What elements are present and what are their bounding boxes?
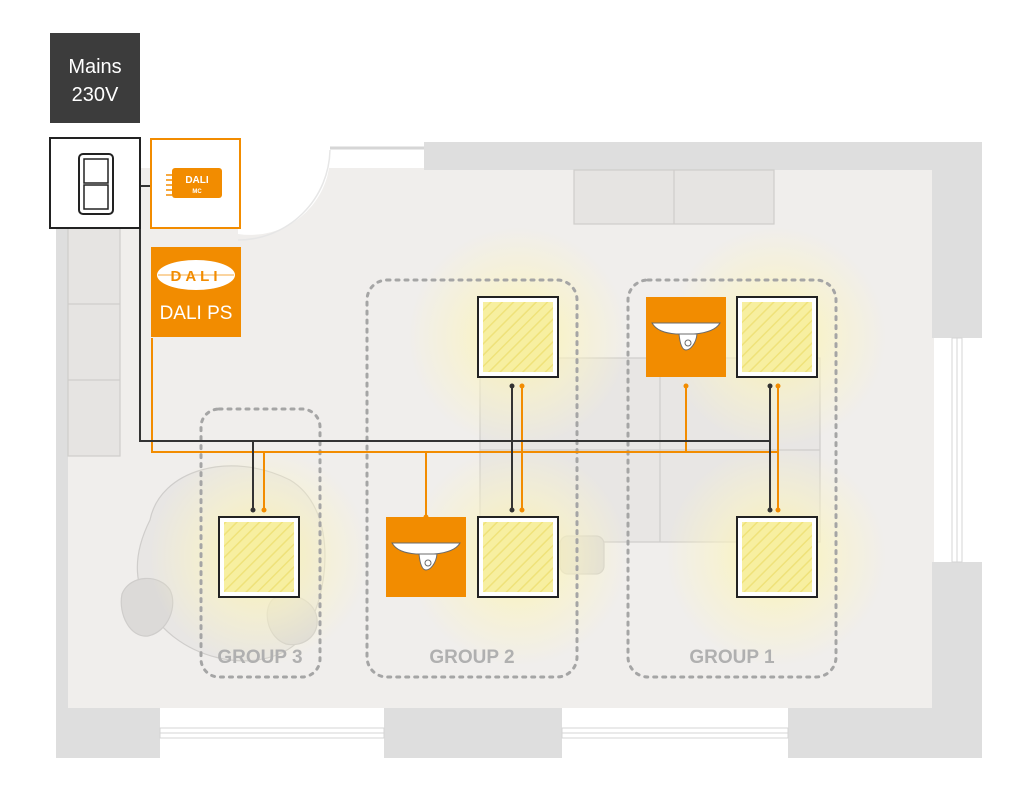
group-outlines xyxy=(199,278,838,679)
presence-sensor xyxy=(646,297,726,377)
group-1-label: GROUP 1 xyxy=(689,647,775,668)
wall-bottom-mid xyxy=(384,708,562,758)
group-2-outline xyxy=(365,278,579,679)
light-fixture xyxy=(218,516,300,598)
group-1-outline xyxy=(626,278,838,679)
dali-logo-text: DALI xyxy=(171,268,222,285)
group-3-label: GROUP 3 xyxy=(217,647,302,668)
dali-power-supply: DALI DALI PS xyxy=(151,247,241,337)
dali-mc-label-bottom: MC xyxy=(192,189,202,195)
dali-mc-label-top: DALI xyxy=(185,175,209,186)
windows xyxy=(159,337,963,739)
dali-mc-chip xyxy=(172,168,222,198)
wall-right-upper xyxy=(932,142,982,338)
wall-top xyxy=(424,142,982,170)
group-3-outline xyxy=(199,407,322,679)
light-fixture xyxy=(477,296,559,378)
dali-mc-controller: DALI MC xyxy=(150,138,241,229)
light-fixture xyxy=(736,516,818,598)
group-2-label: GROUP 2 xyxy=(429,647,514,668)
dali-ps-label: DALI PS xyxy=(160,303,233,324)
door xyxy=(237,136,424,241)
walls xyxy=(56,142,982,758)
wall-bottom-left xyxy=(56,708,160,758)
light-fixture xyxy=(736,296,818,378)
mains-label-line2: 230V xyxy=(72,84,119,106)
wall-bottom-right xyxy=(788,708,982,758)
presence-sensor xyxy=(386,517,466,597)
wall-switch xyxy=(49,137,141,229)
light-fixture xyxy=(477,516,559,598)
mains-box: Mains 230V xyxy=(50,33,140,123)
wall-left xyxy=(56,228,68,758)
cabinet-left xyxy=(67,227,121,457)
mains-label-line1: Mains xyxy=(68,56,121,78)
wiring-orange xyxy=(151,338,779,517)
